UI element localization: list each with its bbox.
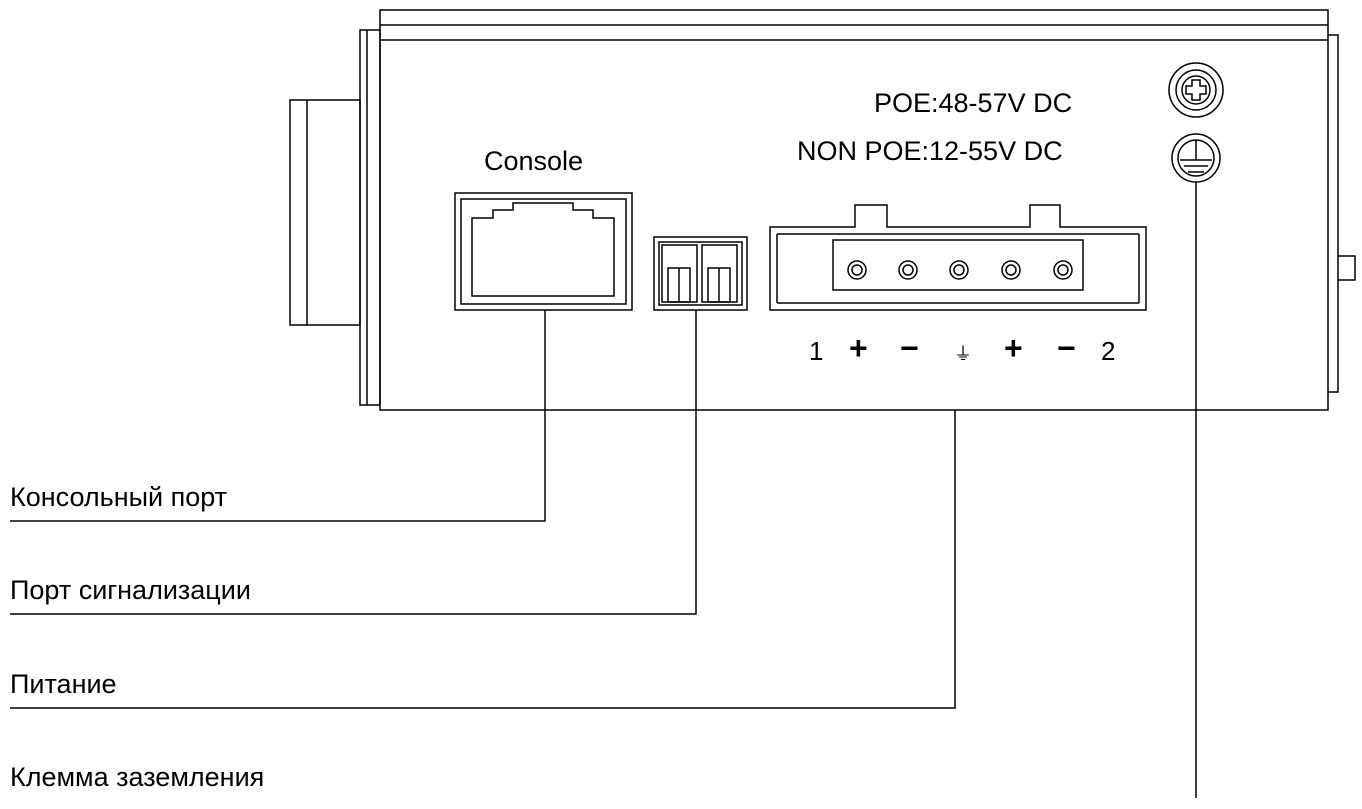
terminal-label-minus-1: − — [900, 330, 919, 366]
terminal-label-2: 2 — [1101, 336, 1116, 366]
non-poe-voltage-label: NON POE:12-55V DC — [797, 136, 1063, 166]
terminal-label-minus-2: − — [1057, 330, 1076, 366]
callout-ground-terminal: Клемма заземления — [10, 762, 265, 792]
left-flange — [359, 29, 381, 406]
ground-symbol-icon — [1171, 133, 1221, 183]
console-port-jack — [454, 192, 633, 311]
callout-alarm-port: Порт сигнализации — [10, 575, 251, 605]
poe-voltage-label: POE:48-57V DC — [874, 88, 1073, 118]
terminal-label-plus-2: + — [1004, 330, 1023, 366]
terminal-screw-3 — [949, 260, 969, 280]
callout-power: Питание — [10, 669, 117, 699]
callout-console-port: Консольный порт — [10, 482, 228, 512]
terminal-screw-5 — [1053, 260, 1073, 280]
screw-icon — [1168, 62, 1224, 118]
console-label: Console — [484, 146, 584, 176]
terminal-label-ground: ⏚ — [954, 344, 972, 364]
terminal-label-plus-1: + — [849, 330, 868, 366]
terminal-screw-1 — [847, 260, 867, 280]
terminal-screw-4 — [1001, 260, 1021, 280]
right-flange — [1328, 34, 1339, 393]
power-terminal-block — [769, 204, 1147, 311]
terminal-label-1: 1 — [809, 336, 824, 366]
leader-console — [10, 310, 546, 522]
leader-alarm — [10, 310, 697, 615]
leader-power — [10, 410, 956, 709]
terminal-screw-2 — [898, 260, 918, 280]
left-mount — [289, 99, 361, 326]
alarm-port-connector — [653, 236, 748, 311]
